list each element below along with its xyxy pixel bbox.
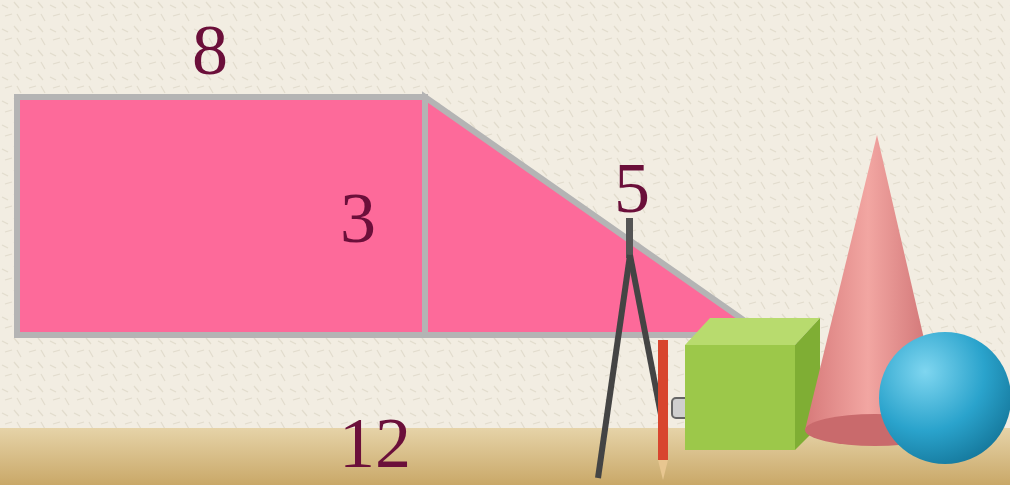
sphere [879, 332, 1010, 464]
right-triangle [425, 97, 765, 335]
dimension-label: 8 [192, 14, 228, 86]
dimension-label: 3 [340, 182, 376, 254]
cube [685, 318, 820, 450]
rectangle [17, 97, 425, 335]
compass [598, 218, 692, 480]
dimension-label: 5 [614, 152, 650, 224]
dimension-label: 12 [339, 407, 411, 479]
